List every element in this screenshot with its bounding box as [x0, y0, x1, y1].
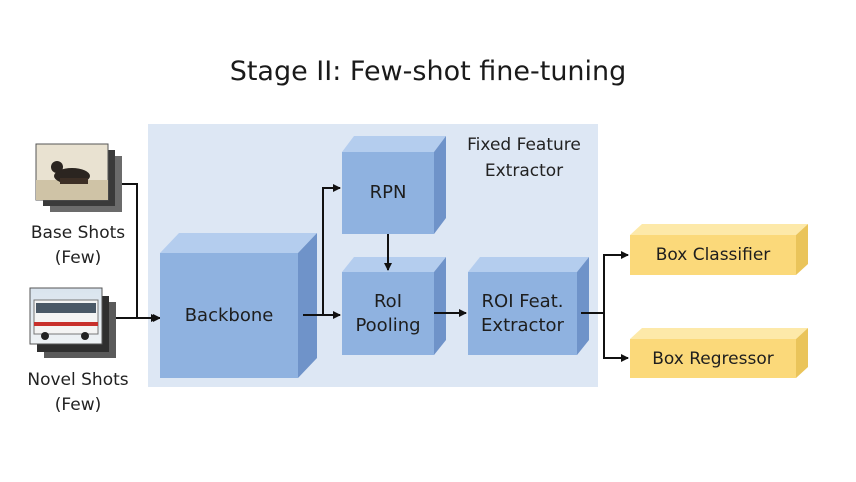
extractor-to-regressor-arrow: [603, 313, 629, 362]
backbone-label: Backbone: [184, 304, 274, 326]
novel-shots-image-stack: [29, 287, 116, 358]
roi-pooling-label-line1: RoI: [373, 290, 403, 312]
box-classifier-block: [630, 224, 808, 275]
bus-photo: [29, 287, 103, 345]
extractor-to-classifier-arrow: [603, 251, 629, 313]
backbone-to-rpn-arrow: [322, 184, 341, 315]
roi-pooling-block: [342, 257, 446, 355]
roi-feat-extractor-label-line2: Extractor: [481, 314, 564, 336]
base-shots-caption: Base Shots (Few): [18, 221, 138, 271]
rpn-label: RPN: [369, 182, 407, 203]
roi-feat-extractor-label-line1: ROI Feat.: [481, 290, 564, 312]
base-shots-image-stack: [35, 143, 122, 212]
novel-shots-count: (Few): [54, 395, 102, 415]
rpn-block: [342, 136, 446, 234]
novel-shots-label: Novel Shots: [27, 370, 129, 390]
roi-feat-extractor-label: ROI Feat. Extractor: [468, 272, 577, 355]
box-classifier-label: Box Classifier: [655, 245, 771, 265]
base-shots-count: (Few): [54, 248, 102, 268]
roi-pooling-label-line2: Pooling: [355, 314, 421, 336]
dog-photo: [35, 143, 109, 201]
roi-pooling-label: RoI Pooling: [342, 272, 434, 355]
roi-feat-extractor-block: [468, 257, 589, 355]
backbone-block: [160, 233, 317, 378]
region-label-line2: Extractor: [484, 161, 564, 181]
fixed-feature-extractor-label: Fixed Feature Extractor: [448, 132, 600, 184]
box-regressor-label: Box Regressor: [652, 348, 774, 369]
novel-shots-caption: Novel Shots (Few): [13, 368, 143, 418]
base-shots-label: Base Shots: [30, 223, 126, 243]
box-regressor-block: [630, 328, 808, 378]
region-label-line1: Fixed Feature: [467, 135, 581, 155]
diagram-title: Stage II: Few-shot fine-tuning: [229, 56, 627, 87]
